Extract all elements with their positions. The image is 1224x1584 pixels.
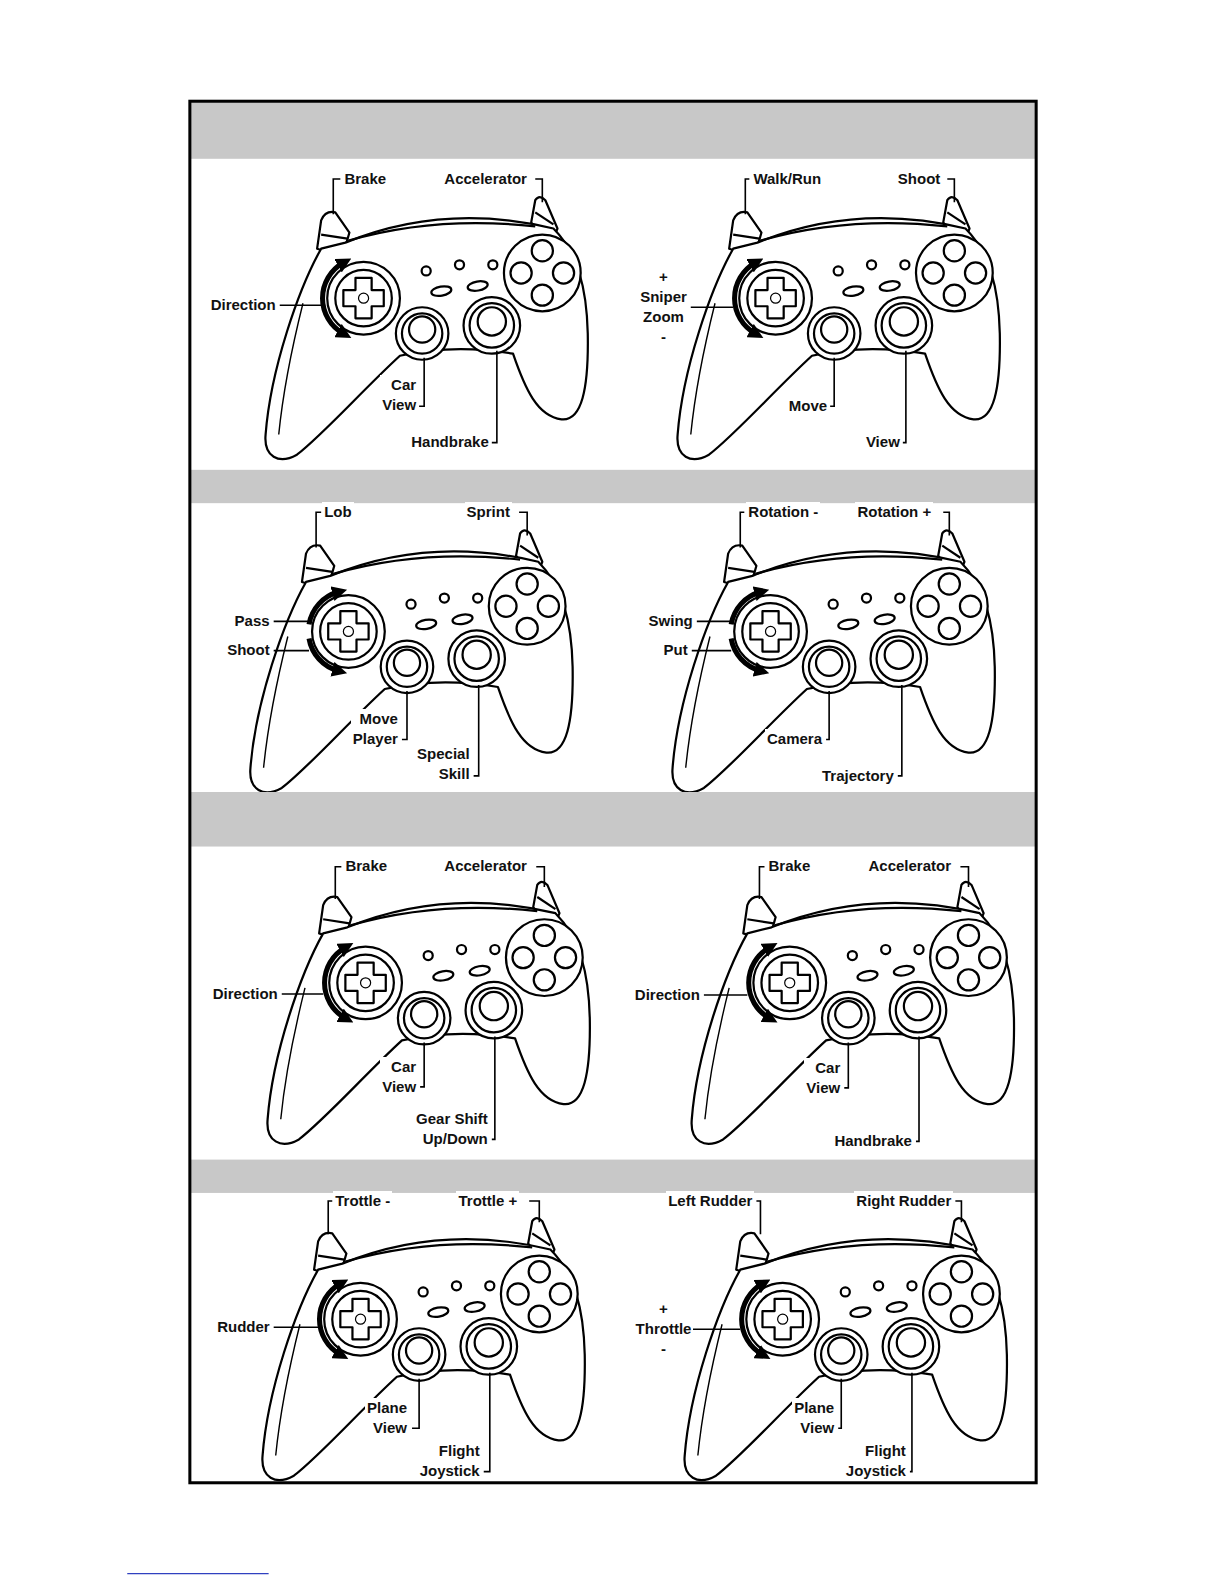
part-label: Accelerator xyxy=(867,856,954,876)
part-label: Shoot xyxy=(896,169,943,189)
part-label: Trottle + xyxy=(456,1191,519,1211)
part-label: Handbrake xyxy=(832,1131,914,1151)
part-label: Flight Joystick xyxy=(844,1441,908,1481)
part-label: Rudder xyxy=(215,1317,272,1337)
part-label: Car View xyxy=(380,1057,418,1097)
part-label: + Throttle - xyxy=(634,1299,694,1359)
part-label: Put xyxy=(662,640,690,660)
part-label: Sprint xyxy=(465,502,512,522)
part-label: Trajectory xyxy=(820,766,896,786)
part-label: Left Rudder xyxy=(666,1191,754,1211)
part-label: Direction xyxy=(209,295,278,315)
part-label: Swing xyxy=(647,611,695,631)
part-label: + Sniper Zoom - xyxy=(638,267,689,347)
part-label: Plane View xyxy=(792,1398,836,1438)
part-label: Brake xyxy=(767,856,813,876)
part-label: Direction xyxy=(633,985,702,1005)
part-label: Car View xyxy=(380,375,418,415)
part-label: Trottle - xyxy=(333,1191,392,1211)
part-label: Car View xyxy=(804,1058,842,1098)
part-label: Walk/Run xyxy=(751,169,823,189)
part-label: Camera xyxy=(765,729,824,749)
part-label: Rotation - xyxy=(746,502,820,522)
link-underline xyxy=(127,1573,268,1574)
part-label: Shoot xyxy=(225,640,272,660)
part-label: Direction xyxy=(211,984,280,1004)
part-label: Accelerator xyxy=(442,856,529,876)
part-label: Move xyxy=(787,396,829,416)
part-label: Accelerator xyxy=(442,169,529,189)
part-label: Brake xyxy=(343,856,389,876)
part-label: Lob xyxy=(322,502,354,522)
part-label: Right Rudder xyxy=(854,1191,953,1211)
section-bands xyxy=(191,102,1035,1193)
part-label: View xyxy=(864,432,902,452)
part-label: Rotation + xyxy=(855,502,933,522)
part-label: Flight Joystick xyxy=(418,1441,482,1481)
leader-lines xyxy=(274,179,969,1472)
part-label: Brake xyxy=(342,169,388,189)
part-label: Plane View xyxy=(365,1398,409,1438)
part-label: Pass xyxy=(233,611,272,631)
frame xyxy=(190,101,1036,1483)
part-label: Handbrake xyxy=(409,432,491,452)
part-label: Special Skill xyxy=(415,744,472,784)
part-label: Move Player xyxy=(351,709,400,749)
part-label: Gear Shift Up/Down xyxy=(393,1109,490,1149)
